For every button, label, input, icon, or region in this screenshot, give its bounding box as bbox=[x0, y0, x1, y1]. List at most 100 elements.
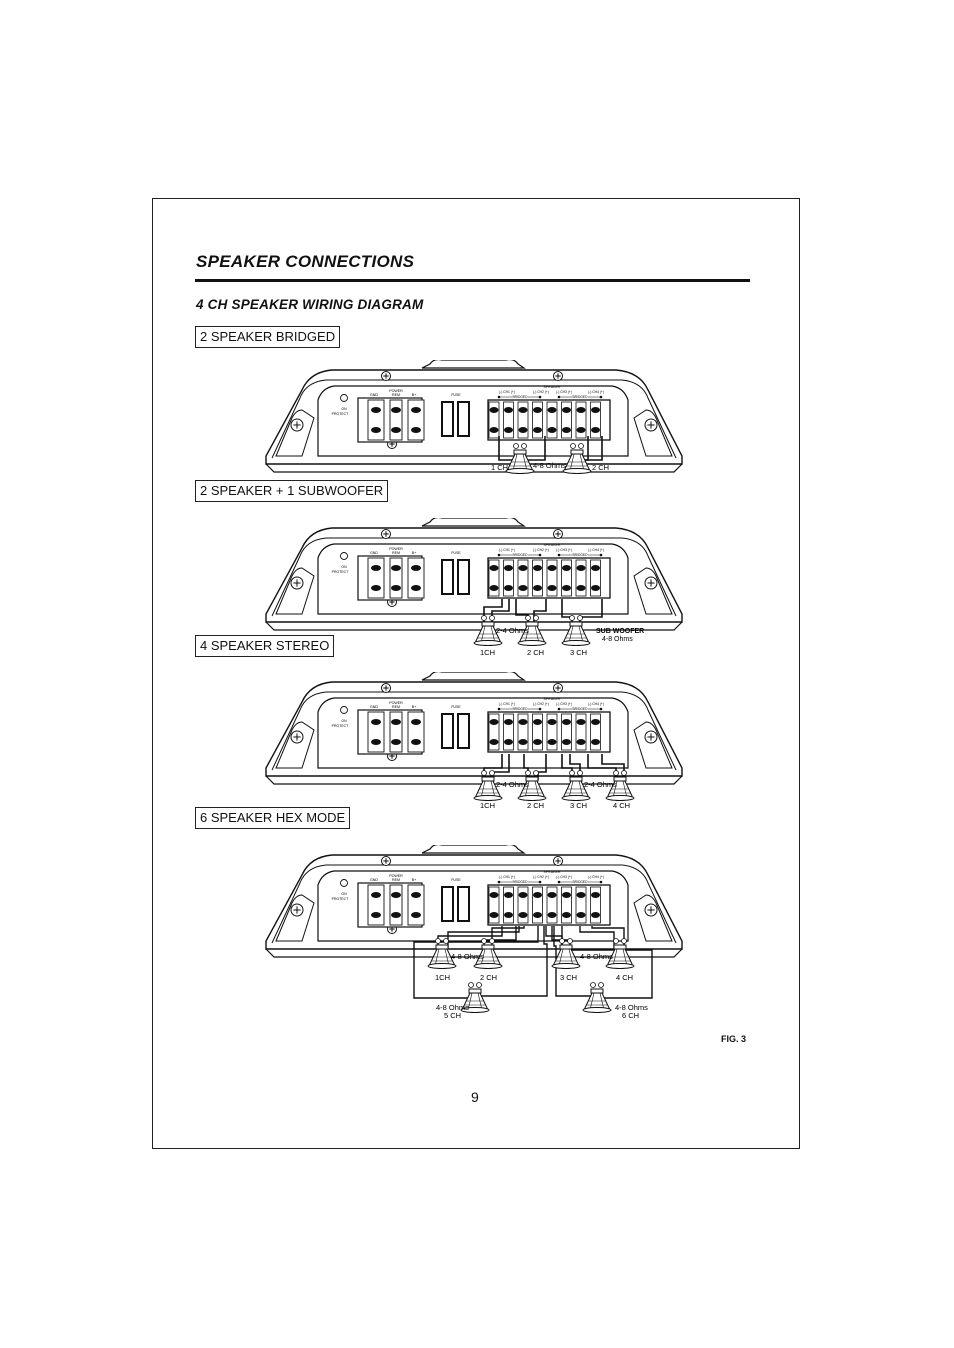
label-protect: PROTECT bbox=[332, 412, 350, 416]
label-rem: REM bbox=[392, 878, 400, 882]
label-channel: (-) CH1 (+) bbox=[499, 548, 515, 552]
label-power: POWER bbox=[389, 701, 403, 705]
speaker-icon bbox=[551, 938, 581, 969]
label-fuse: FUSE bbox=[451, 705, 461, 709]
section-heading-hex: 6 SPEAKER HEX MODE bbox=[195, 807, 351, 829]
label-1ch: 1CH bbox=[435, 973, 450, 982]
label-bridged: BRIDGED bbox=[572, 395, 588, 399]
title-rule bbox=[195, 279, 750, 282]
speaker-icon bbox=[562, 443, 592, 474]
label-bridged: BRIDGED bbox=[572, 880, 588, 884]
speaker-icon bbox=[473, 938, 503, 969]
speaker-icon bbox=[605, 770, 635, 801]
section-heading-stereo: 4 SPEAKER STEREO bbox=[195, 635, 335, 657]
speaker-icon bbox=[427, 938, 457, 969]
label-bridged: BRIDGED bbox=[572, 707, 588, 711]
label-ohms-6: 4-8 Ohms bbox=[615, 1003, 648, 1012]
section-heading-bridged: 2 SPEAKER BRIDGED bbox=[195, 326, 341, 348]
label-channel: (-) CH3 (+) bbox=[556, 875, 572, 879]
label-sub-ohms: 4-8 Ohms bbox=[602, 636, 633, 643]
wiring-bridged: 1 CH 4-8 Ohms 2 CH bbox=[491, 436, 609, 474]
label-protect: PROTECT bbox=[332, 897, 350, 901]
speaker-icon bbox=[561, 615, 591, 646]
label-fuse: FUSE bbox=[451, 393, 461, 397]
speaker-icon bbox=[582, 982, 612, 1013]
wiring-sub: 2-4 Ohms 1CH 2 CH 3 CH SUB WOOFER 4-8 Oh… bbox=[473, 599, 644, 657]
label-speaker: SPEAKER bbox=[544, 543, 561, 547]
label-ohms-a: 2-4 Ohms bbox=[496, 780, 529, 789]
label-fuse: FUSE bbox=[451, 551, 461, 555]
label-speaker: SPEAKER bbox=[544, 870, 561, 874]
label-bplus: B+ bbox=[412, 551, 417, 555]
label-rem: REM bbox=[392, 551, 400, 555]
label-4ch: 4 CH bbox=[613, 801, 630, 810]
label-on: ON bbox=[341, 565, 347, 569]
label-gnd: GND bbox=[370, 551, 378, 555]
speaker-icon bbox=[460, 982, 490, 1013]
label-bridged: BRIDGED bbox=[512, 880, 528, 884]
label-on: ON bbox=[341, 719, 347, 723]
label-rem: REM bbox=[392, 705, 400, 709]
label-1ch: 1 CH bbox=[491, 463, 508, 472]
label-channel: (-) CH1 (+) bbox=[499, 875, 515, 879]
label-ohms-b: 2-4 Ohms bbox=[584, 780, 617, 789]
section-heading-sub: 2 SPEAKER + 1 SUBWOOFER bbox=[195, 480, 389, 502]
label-2ch: 2 CH bbox=[480, 973, 497, 982]
label-ohms-a: 4-8 Ohms bbox=[451, 952, 484, 961]
label-2ch: 2 CH bbox=[527, 801, 544, 810]
wiring-hex: 4-8 Ohms 4-8 Ohms 1CH 2 CH 3 CH 4 CH 4-8… bbox=[413, 926, 653, 1020]
label-power: POWER bbox=[389, 547, 403, 551]
label-bplus: B+ bbox=[412, 705, 417, 709]
label-2ch: 2 CH bbox=[592, 463, 609, 472]
label-channel: (-) CH2 (+) bbox=[533, 702, 549, 706]
speaker-icon bbox=[517, 770, 547, 801]
wiring-stereo: 2-4 Ohms 2-4 Ohms 1CH 2 CH 3 CH 4 CH bbox=[473, 754, 635, 810]
label-1ch: 1CH bbox=[480, 648, 495, 657]
label-bplus: B+ bbox=[412, 393, 417, 397]
label-power: POWER bbox=[389, 389, 403, 393]
page-subtitle: 4 CH SPEAKER WIRING DIAGRAM bbox=[196, 297, 424, 312]
label-channel: (-) CH2 (+) bbox=[533, 548, 549, 552]
label-gnd: GND bbox=[370, 393, 378, 397]
label-protect: PROTECT bbox=[332, 570, 350, 574]
label-5ch: 5 CH bbox=[444, 1011, 461, 1020]
label-bridged: BRIDGED bbox=[512, 395, 528, 399]
speaker-icon bbox=[473, 615, 503, 646]
label-gnd: GND bbox=[370, 878, 378, 882]
label-ohms-b: 4-8 Ohms bbox=[580, 952, 613, 961]
label-channel: (-) CH2 (+) bbox=[533, 875, 549, 879]
label-channel: (-) CH4 (+) bbox=[588, 702, 604, 706]
label-power: POWER bbox=[389, 874, 403, 878]
label-channel: (-) CH2 (+) bbox=[533, 390, 549, 394]
label-bridged: BRIDGED bbox=[572, 553, 588, 557]
figure-label: FIG. 3 bbox=[721, 1034, 747, 1044]
label-3ch: 3 CH bbox=[560, 973, 577, 982]
label-rem: REM bbox=[392, 393, 400, 397]
label-3ch: 3 CH bbox=[570, 648, 587, 657]
label-channel: (-) CH1 (+) bbox=[499, 390, 515, 394]
label-1ch: 1CH bbox=[480, 801, 495, 810]
label-channel: (-) CH4 (+) bbox=[588, 390, 604, 394]
page-title: SPEAKER CONNECTIONS bbox=[196, 252, 415, 271]
label-bridged: BRIDGED bbox=[512, 553, 528, 557]
label-bridged: BRIDGED bbox=[512, 707, 528, 711]
label-6ch: 6 CH bbox=[622, 1011, 639, 1020]
label-2ch: 2 CH bbox=[527, 648, 544, 657]
speaker-icon bbox=[473, 770, 503, 801]
label-bplus: B+ bbox=[412, 878, 417, 882]
label-fuse: FUSE bbox=[451, 878, 461, 882]
label-subwoofer: SUB WOOFER bbox=[596, 628, 644, 635]
label-channel: (-) CH1 (+) bbox=[499, 702, 515, 706]
label-protect: PROTECT bbox=[332, 724, 350, 728]
label-channel: (-) CH4 (+) bbox=[588, 875, 604, 879]
label-ohms: 2-4 Ohms bbox=[496, 626, 529, 635]
label-gnd: GND bbox=[370, 705, 378, 709]
label-channel: (-) CH3 (+) bbox=[556, 702, 572, 706]
label-speaker: SPEAKER bbox=[544, 385, 561, 389]
page-number: 9 bbox=[471, 1089, 479, 1105]
label-on: ON bbox=[341, 892, 347, 896]
